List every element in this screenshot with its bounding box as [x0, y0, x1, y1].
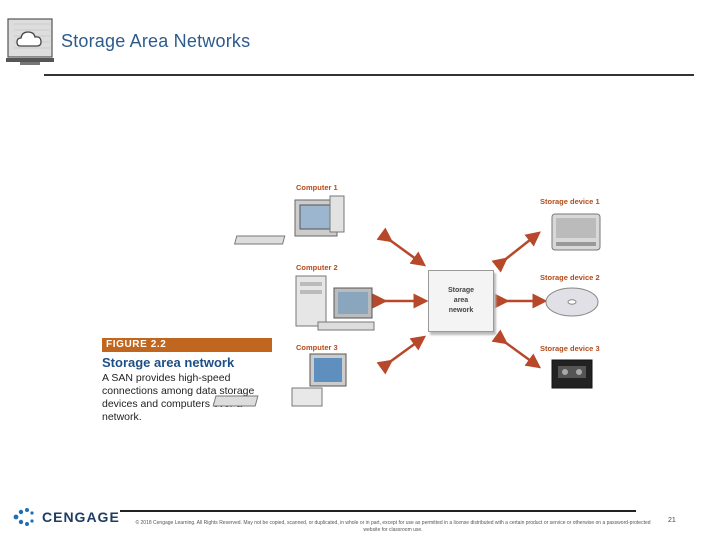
optical-disc-icon	[545, 287, 599, 317]
arrow-storage-3	[491, 329, 542, 369]
arrow-computer-1	[376, 227, 427, 267]
hard-drive-icon	[551, 213, 601, 251]
monitor-computer-icon	[212, 353, 347, 407]
copyright-notice: © 2018 Cengage Learning. All Rights Rese…	[135, 520, 651, 533]
computer-1-label: Computer 1	[296, 183, 338, 192]
hub-label-line-3: nework	[448, 307, 474, 314]
cengage-logo: CENGAGE	[12, 507, 120, 527]
computer-2-label: Computer 2	[296, 263, 338, 272]
cloud-laptop-icon	[6, 18, 56, 68]
desktop-computer-icon	[233, 195, 345, 245]
logo-text: CENGAGE	[42, 509, 120, 525]
storage-device-1-label: Storage device 1	[540, 197, 600, 206]
cengage-dots-icon	[13, 508, 34, 526]
page-title: Storage Area Networks	[61, 31, 251, 51]
hub-label-line-1: Storage	[447, 287, 475, 294]
tape-cartridge-icon	[551, 359, 593, 389]
figure-body: A SAN provides high-speed connections am…	[102, 372, 255, 423]
arrow-computer-3	[376, 335, 427, 375]
figure-heading: Storage area network	[102, 355, 235, 370]
title-divider	[44, 74, 694, 76]
tower-computer-icon	[295, 275, 375, 331]
arrow-storage-1	[491, 231, 541, 273]
figure-label: FIGURE 2.2	[102, 338, 272, 352]
footer-divider	[120, 510, 636, 512]
page-number: 21	[668, 517, 676, 524]
computer-3-label: Computer 3	[296, 343, 338, 352]
storage-device-3-label: Storage device 3	[540, 344, 600, 353]
hub-label-line-2: area	[453, 297, 469, 304]
storage-device-2-label: Storage device 2	[540, 273, 600, 282]
storage-area-network-hub: Storage area nework	[428, 270, 494, 332]
figure-caption: FIGURE 2.2 Storage area network A SAN pr…	[102, 338, 272, 424]
